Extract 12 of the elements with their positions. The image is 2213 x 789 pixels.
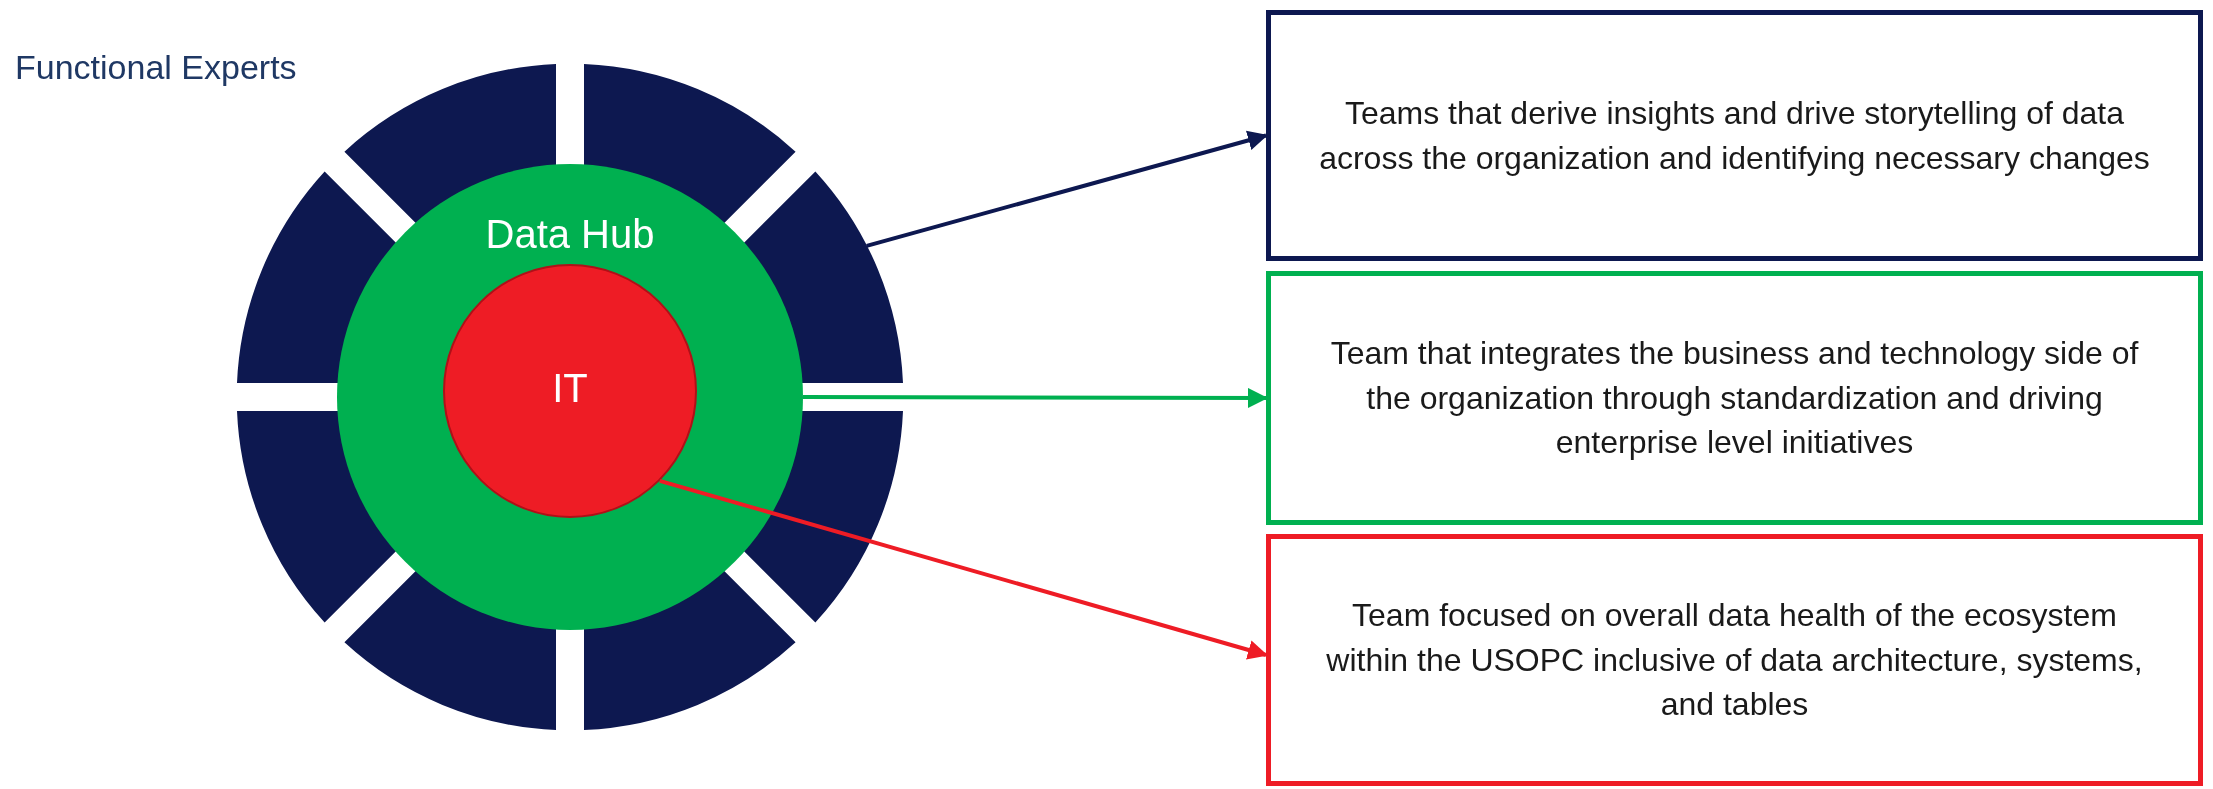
description-text: Team that integrates the business and technology side of the organization through standardization and driving enterprise level initiatives xyxy=(1329,333,2140,463)
description-box xyxy=(1266,534,2203,786)
description-box xyxy=(1266,10,2203,261)
group-heading: Functional Experts xyxy=(15,48,297,87)
arrow xyxy=(866,130,1268,248)
arrow xyxy=(803,387,1268,408)
circle-label: Data Hub xyxy=(484,212,656,257)
description-box xyxy=(1266,271,2203,525)
description-text: Teams that derive insights and drive storytelling of data across the organization and identifying necessary changes xyxy=(1318,93,2151,178)
description-text: Team focused on overall data health of the ecosystem within the USOPC inclusive of data architecture, systems, and tables xyxy=(1325,595,2144,725)
arrow xyxy=(659,478,1268,660)
circle-label: IT xyxy=(551,366,589,411)
